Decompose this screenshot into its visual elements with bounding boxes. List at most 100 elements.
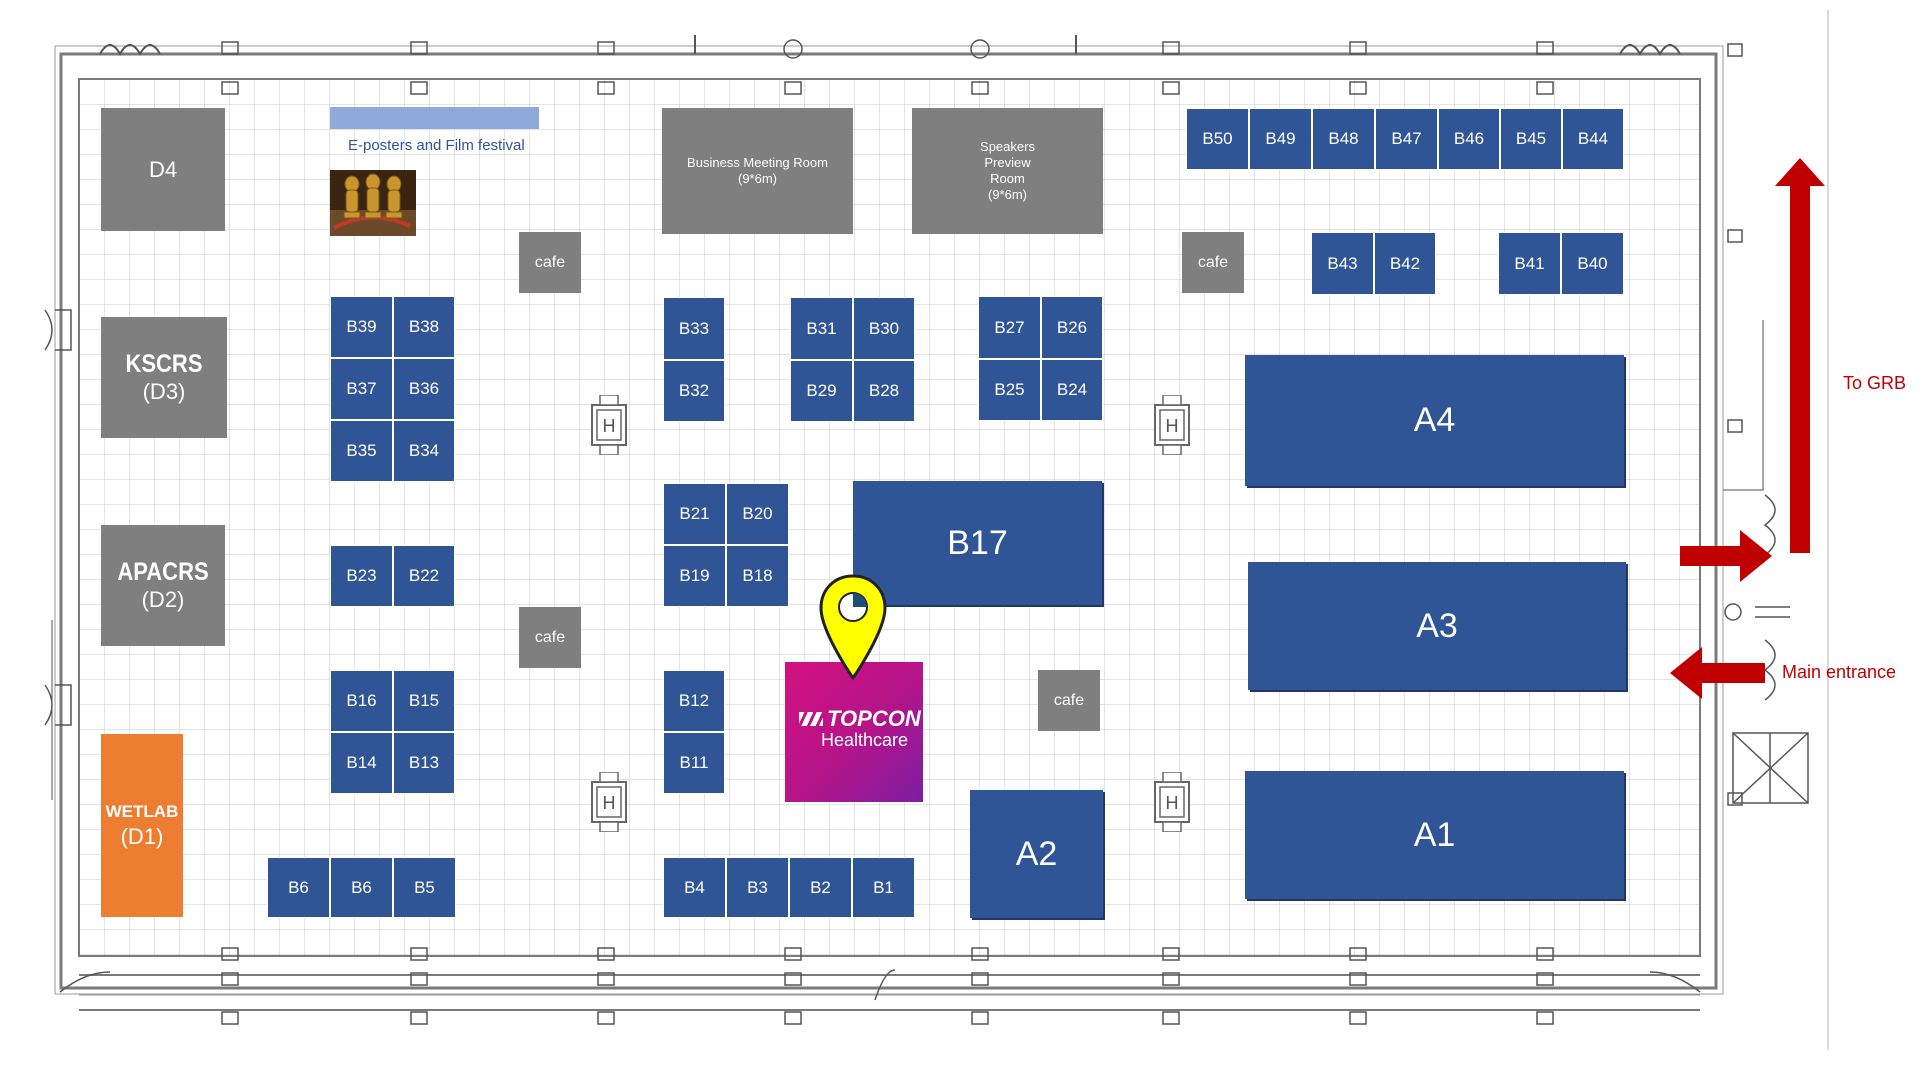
booth-a2[interactable]: A2 [970, 790, 1103, 918]
cafe-label: cafe [534, 253, 566, 271]
room-apacrs-code: (D2) [141, 586, 185, 612]
booth-b32[interactable]: B32 [663, 360, 725, 422]
room-speakers-preview-line-4: (9*6m) [987, 187, 1027, 202]
booth-b48[interactable]: B48 [1312, 108, 1375, 170]
elevator-icon: H [1154, 772, 1190, 832]
booth-b16[interactable]: B16 [330, 670, 393, 732]
sponsor-brand-text: TOPCON [827, 706, 921, 731]
room-business-meeting-line-1: Business Meeting Room [687, 155, 828, 170]
booth-b33[interactable]: B33 [663, 297, 725, 360]
room-speakers-preview-line-2: Preview [984, 155, 1031, 170]
booth-b4[interactable]: B4 [663, 857, 726, 918]
booth-b37[interactable]: B37 [330, 358, 393, 420]
label-main-entrance: Main entrance [1782, 662, 1897, 682]
arrow-up-icon [1775, 158, 1825, 553]
svg-text:H: H [603, 416, 616, 436]
sponsor-sub: Healthcare [821, 730, 909, 750]
booth-b39[interactable]: B39 [330, 296, 393, 358]
room-kscrs[interactable]: KSCRS (D3) [101, 317, 227, 438]
booth-b14[interactable]: B14 [330, 732, 393, 794]
room-apacrs-name: APACRS [117, 556, 209, 585]
svg-text:H: H [603, 793, 616, 813]
booth-b30[interactable]: B30 [853, 297, 915, 360]
elevator-icon: H [591, 395, 627, 455]
label-to-grb: To GRB [1843, 373, 1907, 393]
booth-b49[interactable]: B49 [1249, 108, 1312, 170]
booth-b36[interactable]: B36 [393, 358, 455, 420]
booth-a3[interactable]: A3 [1248, 562, 1626, 690]
booth-b40[interactable]: B40 [1561, 232, 1624, 295]
booth-b21[interactable]: B21 [663, 483, 726, 545]
booth-b5[interactable]: B5 [393, 857, 456, 918]
booth-b44[interactable]: B44 [1562, 108, 1624, 170]
cafe[interactable]: cafe [519, 607, 581, 668]
booth-b25[interactable]: B25 [978, 359, 1041, 421]
sponsor-brand: TOPCON [799, 706, 921, 732]
booth-b31[interactable]: B31 [790, 297, 853, 360]
booth-b1[interactable]: B1 [852, 857, 915, 918]
booth-b27[interactable]: B27 [978, 296, 1041, 359]
elevator-icon: H [591, 772, 627, 832]
booth-b34[interactable]: B34 [393, 420, 455, 482]
cafe-label: cafe [534, 628, 566, 646]
arrow-left-icon [1670, 647, 1765, 699]
booth-b17[interactable]: B17 [853, 481, 1102, 605]
arrow-right-icon [1680, 530, 1772, 582]
booth-b19[interactable]: B19 [663, 545, 726, 607]
booth-b6[interactable]: B6 [330, 857, 393, 918]
booth-b6[interactable]: B6 [267, 857, 330, 918]
room-kscrs-name: KSCRS [125, 348, 203, 377]
booth-b18[interactable]: B18 [726, 545, 789, 607]
booth-b15[interactable]: B15 [393, 670, 455, 732]
booth-a4[interactable]: A4 [1245, 355, 1624, 486]
room-kscrs-code: (D3) [142, 378, 186, 404]
booth-b28[interactable]: B28 [853, 360, 915, 422]
room-d4-label: D4 [148, 156, 178, 182]
booth-b2[interactable]: B2 [789, 857, 852, 918]
booth-b22[interactable]: B22 [393, 545, 455, 607]
eposter-banner [330, 107, 539, 129]
room-wetlab[interactable]: WETLAB (D1) [101, 734, 183, 917]
room-wetlab-name: WETLAB [105, 801, 179, 821]
booth-a1[interactable]: A1 [1245, 771, 1624, 899]
booth-b20[interactable]: B20 [726, 483, 789, 545]
booth-b26[interactable]: B26 [1041, 296, 1103, 359]
booth-b45[interactable]: B45 [1500, 108, 1562, 170]
cafe[interactable]: cafe [519, 232, 581, 293]
room-speakers-preview-line-3: Room [990, 171, 1025, 186]
svg-text:H: H [1166, 416, 1179, 436]
location-pin-icon [819, 574, 887, 681]
elevator-icon: H [1154, 395, 1190, 455]
booth-b35[interactable]: B35 [330, 420, 393, 482]
booth-b50[interactable]: B50 [1186, 108, 1249, 170]
booth-b43[interactable]: B43 [1311, 232, 1374, 295]
booth-b3[interactable]: B3 [726, 857, 789, 918]
booth-b46[interactable]: B46 [1438, 108, 1500, 170]
room-wetlab-code: (D1) [120, 823, 164, 849]
booth-b13[interactable]: B13 [393, 732, 455, 794]
svg-text:H: H [1166, 793, 1179, 813]
booth-b29[interactable]: B29 [790, 360, 853, 422]
booth-b42[interactable]: B42 [1374, 232, 1436, 295]
eposter-label: E-posters and Film festival [348, 137, 525, 154]
cafe[interactable]: cafe [1038, 670, 1100, 731]
cafe-label: cafe [1053, 691, 1085, 709]
sponsor-booth-topcon[interactable]: TOPCON Healthcare [785, 662, 923, 802]
booth-b47[interactable]: B47 [1375, 108, 1438, 170]
room-business-meeting[interactable]: Business Meeting Room (9*6m) [662, 108, 853, 234]
room-d4[interactable]: D4 [101, 108, 225, 231]
room-speakers-preview-line-1: Speakers [980, 139, 1035, 154]
booth-b38[interactable]: B38 [393, 296, 455, 358]
booth-b23[interactable]: B23 [330, 545, 393, 607]
booth-b41[interactable]: B41 [1498, 232, 1561, 295]
room-speakers-preview[interactable]: Speakers Preview Room (9*6m) [912, 108, 1103, 234]
award-trophy-icon [330, 170, 416, 236]
booth-b11[interactable]: B11 [663, 732, 725, 794]
room-apacrs[interactable]: APACRS (D2) [101, 525, 225, 646]
booth-b24[interactable]: B24 [1041, 359, 1103, 421]
cafe[interactable]: cafe [1182, 232, 1244, 293]
booth-b12[interactable]: B12 [663, 670, 725, 732]
room-business-meeting-line-2: (9*6m) [737, 171, 777, 186]
topcon-logo-mark-icon [799, 712, 823, 726]
